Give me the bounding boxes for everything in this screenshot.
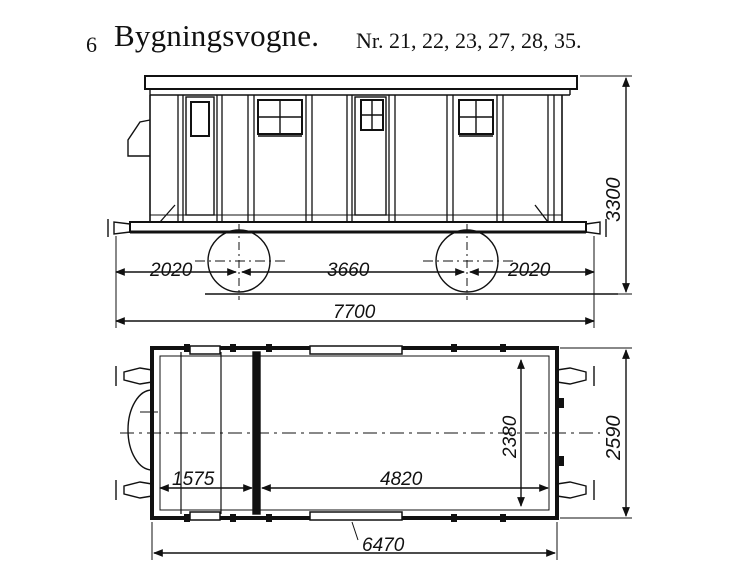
dim-cabin-label: 1575 — [172, 469, 215, 490]
dim-left-label: 2020 — [149, 260, 193, 281]
header: 6 Bygningsvogne. Nr. 21, 22, 23, 27, 28,… — [0, 14, 750, 58]
posts — [159, 95, 555, 223]
wall-studs — [184, 344, 564, 522]
door-left-window — [190, 101, 210, 137]
wagon-numbers: Nr. 21, 22, 23, 27, 28, 35. — [356, 28, 582, 53]
dim-overall-label: 7700 — [333, 302, 376, 323]
page-number: 6 — [86, 32, 97, 57]
buffer-left — [113, 221, 131, 235]
plan-view — [115, 344, 632, 560]
dim-body-length-label: 6470 — [362, 535, 405, 556]
dim-middle-label: 3660 — [327, 260, 370, 281]
dim-right-label: 2020 — [507, 260, 551, 281]
dim-outer-width-label: 2590 — [603, 416, 625, 462]
page-title: Bygningsvogne. — [114, 18, 320, 53]
plan-dimension-labels: 1575 4820 2380 2590 6470 — [172, 415, 625, 556]
roof — [144, 75, 578, 90]
plan-buffers — [115, 366, 595, 500]
dim-height-label: 3300 — [603, 178, 625, 223]
dim-hold-label: 4820 — [380, 469, 423, 490]
end-box — [127, 119, 151, 157]
side-view — [107, 75, 632, 328]
end-box-plan — [127, 389, 153, 471]
side-dimension-labels: 2020 3660 2020 7700 3300 — [149, 178, 625, 324]
buffer-right — [585, 221, 601, 235]
dim-inner-width-label: 2380 — [500, 415, 521, 459]
